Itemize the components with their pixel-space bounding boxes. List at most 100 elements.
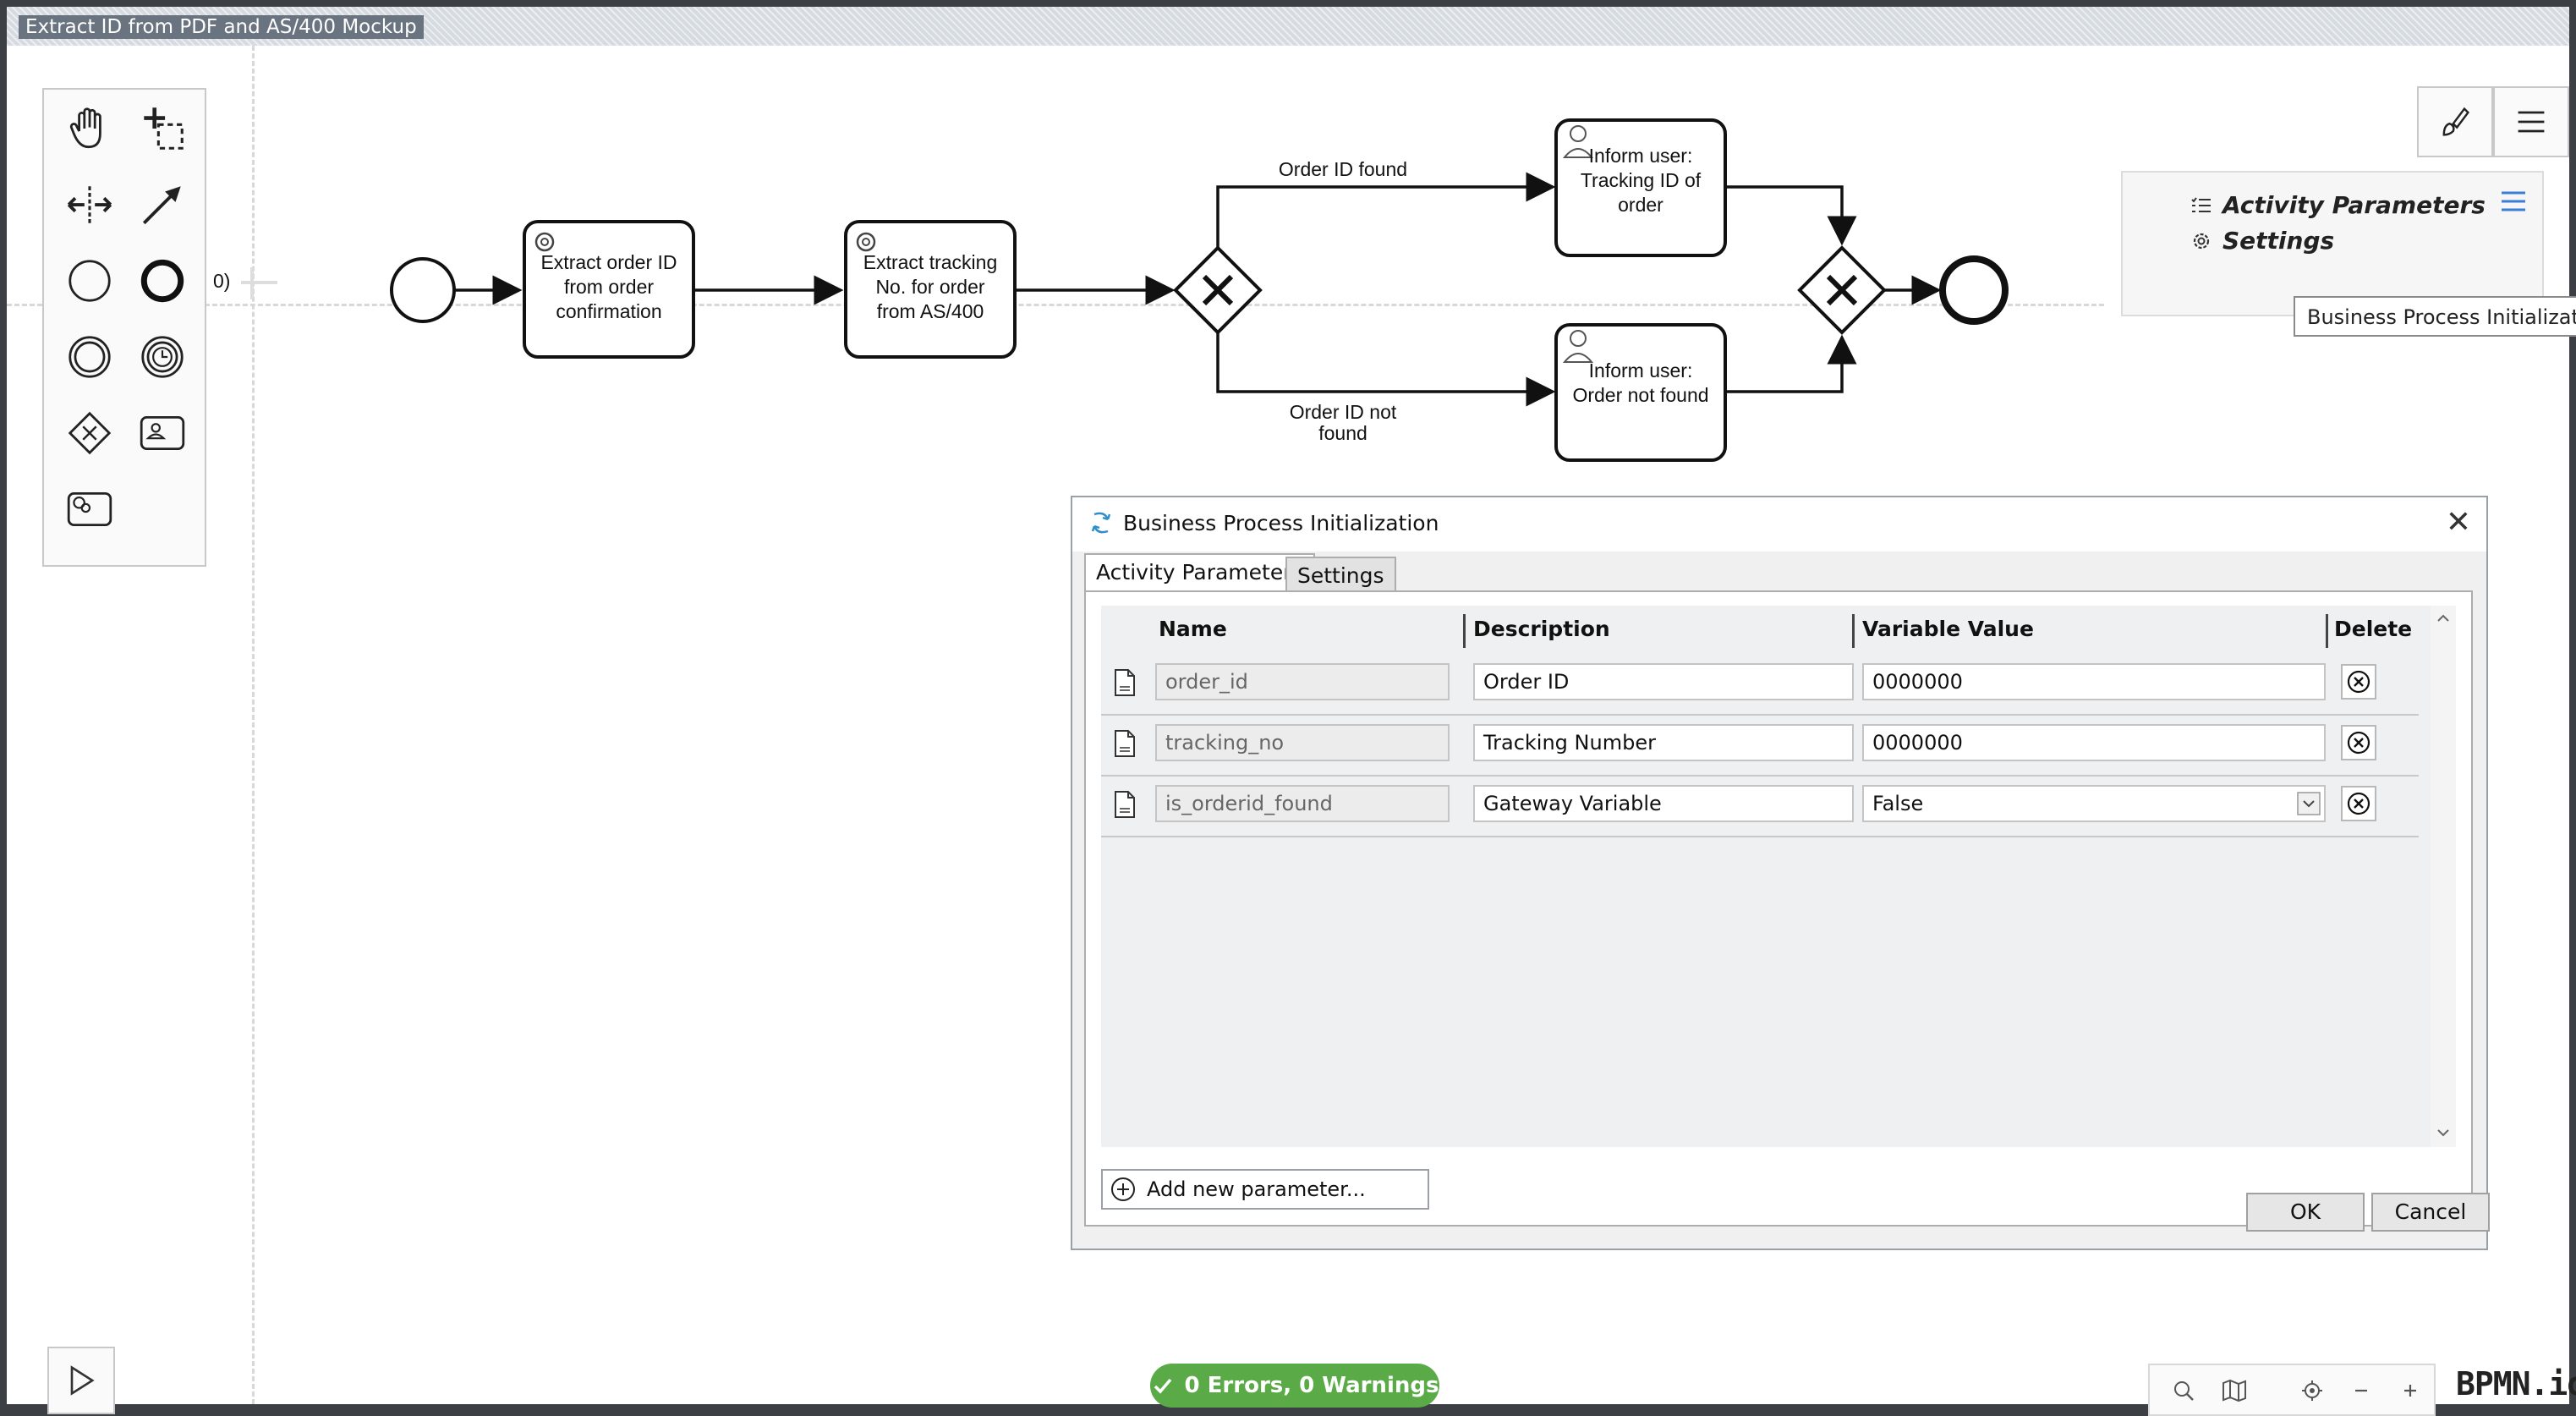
column-header-name: Name: [1159, 617, 1227, 641]
validation-status-badge[interactable]: 0 Errors, 0 Warnings: [1150, 1364, 1439, 1408]
style-brush-button[interactable]: [2417, 86, 2493, 157]
document-icon: [1115, 791, 1135, 818]
panel-item-settings[interactable]: Settings: [2190, 227, 2334, 255]
flow-label-found: Order ID found: [1279, 158, 1407, 180]
status-text: 0 Errors, 0 Warnings: [1184, 1373, 1439, 1398]
add-parameter-label: Add new parameter...: [1147, 1177, 1366, 1201]
task-label: Extract order ID: [540, 251, 677, 273]
lasso-tool-icon[interactable]: [129, 95, 196, 162]
chevron-down-icon[interactable]: [2434, 1123, 2453, 1142]
exclusive-gateway-split[interactable]: [1173, 245, 1263, 335]
param-description-field[interactable]: Gateway Variable: [1473, 785, 1854, 822]
task-label: No. for order: [875, 276, 984, 298]
add-circle-icon: [1111, 1177, 1135, 1201]
connect-tool-icon[interactable]: [129, 171, 196, 239]
zoom-in-icon[interactable]: [2393, 1374, 2427, 1408]
dialog-title-bar: Business Process Initialization ✕: [1072, 497, 2486, 552]
column-header-value: Variable Value: [1862, 617, 2034, 641]
timer-event-icon[interactable]: [129, 323, 196, 391]
task-label: Inform user:: [1589, 145, 1693, 167]
end-event[interactable]: [1939, 255, 2009, 325]
chevron-up-icon[interactable]: [2434, 609, 2453, 628]
dialog-close-button[interactable]: ✕: [2445, 505, 2471, 540]
table-row: is_orderid_found Gateway Variable False: [1101, 775, 2419, 837]
task-label: from order: [564, 276, 654, 298]
panel-menu-icon[interactable]: [2497, 184, 2530, 218]
column-header-description: Description: [1473, 617, 1610, 641]
param-name-field[interactable]: order_id: [1155, 663, 1450, 700]
search-icon[interactable]: [2167, 1374, 2201, 1408]
task-label: Inform user:: [1589, 359, 1693, 381]
flow-label-not-found: Order ID not: [1290, 401, 1397, 423]
bpmn-io-logo[interactable]: BPMN.io: [2456, 1365, 2576, 1402]
remove-circle-icon: [2347, 792, 2370, 815]
delete-row-button[interactable]: [2341, 664, 2376, 700]
user-task-icon[interactable]: [129, 399, 196, 467]
tab-activity-parameters[interactable]: Activity Parameters: [1084, 553, 1315, 594]
properties-panel: Activity Parameters Settings: [2121, 171, 2544, 316]
column-separator[interactable]: [2326, 614, 2328, 648]
lane-guide: [7, 304, 2104, 306]
checklist-icon: [2191, 196, 2211, 212]
delete-row-button[interactable]: [2341, 786, 2376, 821]
hamburger-icon: [2518, 111, 2545, 133]
param-description-field[interactable]: Order ID: [1473, 663, 1854, 700]
ok-button[interactable]: OK: [2246, 1193, 2365, 1232]
tab-settings[interactable]: Settings: [1285, 557, 1396, 594]
task-inform-tracking-id[interactable]: Inform user: Tracking ID of order: [1554, 118, 1727, 257]
param-name-field[interactable]: tracking_no: [1155, 724, 1450, 761]
process-icon: [1091, 512, 1111, 534]
select-value: False: [1872, 792, 1924, 815]
brush-icon: [2442, 107, 2469, 136]
task-label: Extract tracking: [863, 251, 998, 273]
column-separator[interactable]: [1463, 614, 1466, 648]
gateway-icon[interactable]: [56, 399, 123, 467]
app-window: Extract ID from PDF and AS/400 Mockup 0): [7, 7, 2576, 1416]
table-scrollbar[interactable]: [2431, 606, 2456, 1147]
param-value-select[interactable]: False: [1862, 785, 2326, 822]
menu-button[interactable]: [2493, 86, 2569, 157]
exclusive-gateway-join[interactable]: [1797, 245, 1887, 335]
param-description-field[interactable]: Tracking Number: [1473, 724, 1854, 761]
table-row: order_id Order ID 0000000: [1101, 653, 2419, 716]
start-event[interactable]: [390, 257, 456, 323]
panel-item-activity-parameters[interactable]: Activity Parameters: [2190, 191, 2486, 219]
task-inform-not-found[interactable]: Inform user: Order not found: [1554, 323, 1727, 462]
add-parameter-button[interactable]: Add new parameter...: [1101, 1169, 1429, 1210]
end-event-icon[interactable]: [129, 247, 196, 315]
task-label: confirmation: [556, 300, 661, 322]
canvas-divider: [252, 46, 255, 1404]
remove-circle-icon: [2347, 670, 2370, 694]
parameters-table: Name Description Variable Value Delete o…: [1101, 606, 2437, 1147]
param-name-field[interactable]: is_orderid_found: [1155, 785, 1450, 822]
chevron-down-icon[interactable]: [2297, 792, 2321, 815]
service-task-icon[interactable]: [56, 475, 123, 543]
document-icon: [1115, 730, 1135, 757]
gear-icon: [2193, 233, 2210, 249]
hand-tool-icon[interactable]: [56, 95, 123, 162]
run-button[interactable]: [47, 1347, 115, 1414]
column-separator[interactable]: [1852, 614, 1855, 648]
center-view-icon[interactable]: [2295, 1374, 2329, 1408]
task-extract-order-id[interactable]: Extract order ID from order confirmation: [523, 220, 695, 359]
dialog-title: Business Process Initialization: [1123, 511, 1439, 535]
play-icon: [70, 1365, 95, 1396]
delete-row-button[interactable]: [2341, 725, 2376, 760]
panel-item-label: Activity Parameters: [2222, 191, 2486, 219]
space-tool-icon[interactable]: [56, 171, 123, 239]
task-extract-tracking-no[interactable]: Extract tracking No. for order from AS/4…: [844, 220, 1017, 359]
cancel-button[interactable]: Cancel: [2371, 1193, 2490, 1232]
bpmn-canvas[interactable]: 0) Extract order ID from order confirmat…: [7, 46, 2576, 1416]
zoom-out-icon[interactable]: [2344, 1374, 2378, 1408]
table-row: tracking_no Tracking Number 0000000: [1101, 714, 2419, 777]
intermediate-event-icon[interactable]: [56, 323, 123, 391]
param-value-field[interactable]: 0000000: [1862, 663, 2326, 700]
tool-palette: [42, 88, 206, 567]
lane-label: 0): [213, 270, 230, 292]
minimap-icon[interactable]: [2217, 1374, 2251, 1408]
flow-label-not-found: found: [1318, 422, 1367, 444]
activity-parameters-panel: Name Description Variable Value Delete o…: [1084, 590, 2473, 1227]
task-label: Tracking ID of: [1581, 169, 1702, 191]
param-value-field[interactable]: 0000000: [1862, 724, 2326, 761]
start-event-icon[interactable]: [56, 247, 123, 315]
